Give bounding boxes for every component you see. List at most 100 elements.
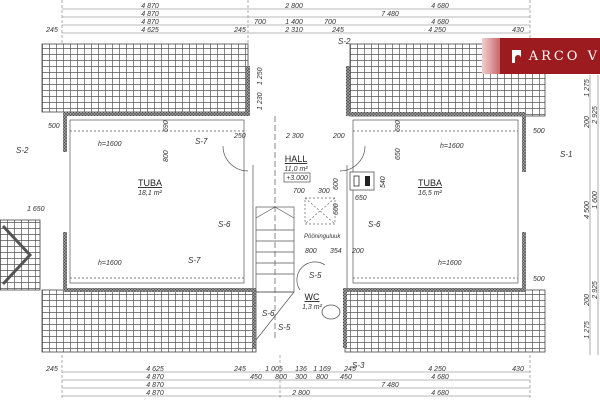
brand-banner: ARCO V xyxy=(482,38,600,74)
dim-text: 2 925 xyxy=(592,106,599,125)
dim-text: 1 230 xyxy=(257,92,264,110)
dim-text: 1 275 xyxy=(584,79,591,97)
height-note: h=1600 xyxy=(98,141,122,148)
room-name-wc: WC xyxy=(305,292,320,302)
section-label: S-7 xyxy=(195,137,208,146)
dim-text: 300 xyxy=(295,374,307,381)
bottom-dimensions: 245 4 625 245 1 005 136 1 169 245 4 250 … xyxy=(45,366,524,397)
floor-level: +3.000 xyxy=(286,175,308,182)
dim-text: 7 480 xyxy=(381,11,399,18)
dim-text: 2 800 xyxy=(291,390,310,397)
dim-text: 800 xyxy=(163,150,170,162)
walls xyxy=(63,66,526,348)
section-label: S-7 xyxy=(188,256,201,265)
dim-text: 1 250 xyxy=(257,67,264,85)
dim-text: 700 xyxy=(254,19,266,26)
dim-text: 690 xyxy=(163,120,170,132)
dim-text: 4 250 xyxy=(428,366,446,373)
dim-text: 1 275 xyxy=(584,321,591,339)
section-label: S-5 xyxy=(278,323,291,332)
inner-dimensions: 500 500 500 1 650 690 800 690 650 250 2 … xyxy=(27,67,545,283)
chimney xyxy=(349,171,375,191)
room-area-tuba-left: 18,1 m² xyxy=(138,190,162,197)
section-label: S-6 xyxy=(262,309,275,318)
section-label: S-1 xyxy=(560,150,572,159)
room-labels: TUBA 18,1 m² h=1600 h=1600 TUBA 16,5 m² … xyxy=(98,141,464,311)
dim-text: 2 310 xyxy=(284,27,303,34)
dim-text: 430 xyxy=(512,366,524,373)
dim-text: 250 xyxy=(233,133,246,140)
room-name-tuba-left: TUBA xyxy=(138,178,162,188)
dim-text: 4 625 xyxy=(146,366,164,373)
dim-text: 650 xyxy=(355,195,367,202)
room-area-tuba-right: 16,5 m² xyxy=(418,190,442,197)
dim-text: 600 xyxy=(333,178,340,190)
dim-text: 4 870 xyxy=(141,11,159,18)
dim-text: 245 xyxy=(233,27,246,34)
dim-text: 200 xyxy=(584,294,591,307)
dim-text: 1 005 xyxy=(265,366,283,373)
room-area-hall: 11,0 m² xyxy=(284,166,308,173)
dim-text: 200 xyxy=(332,133,345,140)
staircase xyxy=(255,206,295,341)
attic-hatch xyxy=(304,197,336,225)
dim-text: 4 870 xyxy=(141,19,159,26)
dim-text: 1 600 xyxy=(592,191,599,209)
section-label: S-6 xyxy=(218,220,231,229)
dim-text: 690 xyxy=(395,120,402,132)
roof-tiles xyxy=(0,43,546,353)
dim-text: 4 680 xyxy=(431,3,449,10)
dim-text: 1 650 xyxy=(27,206,45,213)
dim-text: 500 xyxy=(533,128,545,135)
dim-text: 1 400 xyxy=(285,19,303,26)
room-name-hall: HALL xyxy=(285,154,308,164)
dim-text: 500 xyxy=(533,276,545,283)
dim-text: 300 xyxy=(318,188,330,195)
section-label: S-6 xyxy=(368,220,381,229)
section-label: S-5 xyxy=(309,271,322,280)
dim-text: 450 xyxy=(340,374,352,381)
dim-text: 136 xyxy=(295,366,307,373)
height-note: h=1600 xyxy=(438,260,462,267)
banner-fade xyxy=(482,38,500,74)
room-name-tuba-right: TUBA xyxy=(418,178,442,188)
dim-text: 200 xyxy=(351,248,364,255)
height-note: h=1600 xyxy=(98,260,122,267)
dimension-lines xyxy=(61,0,599,400)
section-markers: S-2 S-2 S-1 S-7 S-7 S-6 S-6 S-6 S-5 S-5 … xyxy=(16,37,572,370)
dim-text: 540 xyxy=(380,176,387,188)
dim-text: 700 xyxy=(324,19,336,26)
attic-hatch-label: Pööninguluuk xyxy=(304,234,341,240)
dim-text: 2 800 xyxy=(284,3,303,10)
dim-text: 4 680 xyxy=(431,19,449,26)
dim-text: 2 925 xyxy=(592,281,599,300)
dim-text: 2 300 xyxy=(285,133,304,140)
dim-text: 245 xyxy=(233,366,246,373)
dim-text: 4 500 xyxy=(584,201,591,219)
dim-text: 4 870 xyxy=(146,374,164,381)
wc-toilet xyxy=(321,304,341,320)
interior-lines xyxy=(69,116,519,340)
dim-text: 1 169 xyxy=(313,366,331,373)
dim-text: 200 xyxy=(584,116,591,129)
dim-text: 7 480 xyxy=(381,382,399,389)
dim-text: 245 xyxy=(331,27,344,34)
dim-text: 4 625 xyxy=(141,27,159,34)
dim-text: 800 xyxy=(316,374,328,381)
dim-text: 700 xyxy=(293,188,305,195)
dim-text: 4 680 xyxy=(431,374,449,381)
dim-text: 245 xyxy=(45,27,58,34)
dim-text: 4 250 xyxy=(428,27,446,34)
dim-text: 4 870 xyxy=(146,382,164,389)
dim-text: 4 870 xyxy=(141,3,159,10)
section-label: S-2 xyxy=(16,146,29,155)
brand-name: ARCO V xyxy=(528,48,600,64)
dim-text: 800 xyxy=(305,248,317,255)
arch-logo-icon xyxy=(512,49,521,63)
dim-text: 245 xyxy=(343,366,356,373)
dim-text: 600 xyxy=(333,203,340,215)
section-label: S-3 xyxy=(352,361,365,370)
dim-text: 800 xyxy=(275,374,287,381)
